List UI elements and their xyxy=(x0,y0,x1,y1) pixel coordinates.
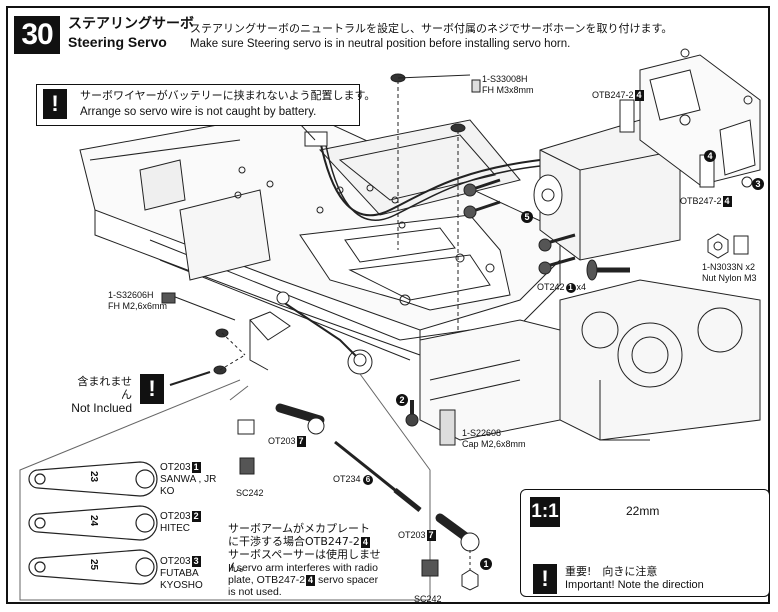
nut-label: 1-N3033N x2 Nut Nylon M3 xyxy=(702,262,757,284)
screw-top-id: 1-S33008H xyxy=(482,74,528,84)
screw-left-desc: FH M2,6x6mm xyxy=(108,301,168,311)
horn-2-number: 24 xyxy=(88,514,100,527)
title-en: Steering Servo xyxy=(68,34,167,50)
step-5-marker: 5 xyxy=(521,207,533,225)
instruction-jp: ステアリングサーボのニュートラルを設定し、サーボ付属のネジでサーボホーンを取り付… xyxy=(190,22,673,35)
ot203-low-part: OT203 xyxy=(398,530,426,540)
nut-desc: Nut Nylon M3 xyxy=(702,273,757,283)
horn-3-brand-1: FUTABA xyxy=(160,568,199,579)
ot242-circle: 1 xyxy=(565,283,576,293)
step-number: 30 xyxy=(14,16,60,54)
ot203-mid-badge: 7 xyxy=(296,436,306,447)
ot234-label: OT234 6 xyxy=(333,474,374,485)
spacer-note-jp-badge: 4 xyxy=(360,537,370,548)
cap-screw-desc: Cap M2,6x8mm xyxy=(462,439,526,449)
spacer-note-jp-line3: サーボスペーサーは使用しません。 xyxy=(228,548,381,574)
spacer-note-en-line2a: plate, OTB247-2 xyxy=(228,574,306,586)
title-jp: ステアリングサーボ xyxy=(68,16,194,32)
sc242-low-label: SC242 xyxy=(414,594,442,604)
important-text-jp: 重要! 向きに注意 xyxy=(565,565,658,578)
horn-3-badge: 3 xyxy=(191,556,201,567)
step-5-circle: 5 xyxy=(521,211,533,223)
spacer-note-en-line1: If servo arm interferes with radio xyxy=(228,562,378,574)
step-3-marker: 3 xyxy=(752,174,764,192)
horn-1-brand-2: KO xyxy=(160,486,175,497)
ot203-mid-part: OT203 xyxy=(268,436,296,446)
sc242-left-label: SC242 xyxy=(236,488,264,498)
otb-lower-badge: 4 xyxy=(722,196,732,207)
instruction-en: Make sure Steering servo is in neutral p… xyxy=(190,38,571,50)
page-frame xyxy=(6,6,770,604)
horn-1-number: 23 xyxy=(88,470,100,483)
ot234-circle: 6 xyxy=(363,475,374,485)
spacer-note-en-line2b: servo spacer xyxy=(315,574,379,586)
horn-1-badge: 1 xyxy=(191,462,201,473)
important-text-en: Important! Note the direction xyxy=(565,579,704,591)
scale-box xyxy=(520,489,770,597)
horn-2-part: OT203 xyxy=(160,511,191,522)
not-included-exclamation-icon: ! xyxy=(140,374,164,404)
spacer-note-jp-line1: サーボアームがメカプレート xyxy=(228,522,371,535)
horn-3-number: 25 xyxy=(88,558,100,571)
horn-2-badge: 2 xyxy=(191,511,201,522)
screw-top-desc: FH M3x8mm xyxy=(482,85,534,95)
spacer-note-en-badge: 4 xyxy=(306,575,316,586)
warning-text-jp: サーボワイヤーがバッテリーに挟まれないよう配置します。 xyxy=(80,89,376,102)
horn-1-part: OT203 xyxy=(160,462,191,473)
not-included-en: Not Inclued xyxy=(71,401,132,415)
screw-left-id: 1-S32606H xyxy=(108,290,154,300)
step-2-marker: 2 xyxy=(396,390,408,408)
step-3-circle: 3 xyxy=(752,178,764,190)
spacer-note-en: If servo arm interferes with radio plate… xyxy=(228,562,398,598)
otb-upper-badge: 4 xyxy=(634,90,644,101)
nut-id: 1-N3033N xyxy=(702,262,744,272)
cap-screw-label: 1-S22608 Cap M2,6x8mm xyxy=(462,428,526,450)
step-1-marker: 1 xyxy=(480,554,492,572)
ot234-part: OT234 xyxy=(333,474,361,484)
scale-ratio-label: 1:1 xyxy=(530,497,560,527)
otb-lower-part: OTB247-2 xyxy=(680,196,722,206)
warning-text-en: Arrange so servo wire is not caught by b… xyxy=(80,106,317,118)
nut-qty: x2 xyxy=(745,262,756,272)
ot203-low-badge: 7 xyxy=(426,530,436,541)
ot242-qty: x4 xyxy=(576,282,587,292)
screw-left-label: 1-S32606H FH M2,6x6mm xyxy=(108,290,167,312)
horn-3-part: OT203 xyxy=(160,556,191,567)
spacer-note-jp-line2: に干渉する場合OTB247-2 xyxy=(228,535,360,548)
step-4-circle: 4 xyxy=(704,150,716,162)
cap-screw-id: 1-S22608 xyxy=(462,428,502,438)
step-2-circle: 2 xyxy=(396,394,408,406)
ot242-part: OT242 xyxy=(537,282,565,292)
not-included-jp: 含まれません xyxy=(77,376,132,401)
exclamation-icon: ! xyxy=(43,89,67,119)
rod-dimension: 22mm xyxy=(626,504,660,518)
important-exclamation-icon: ! xyxy=(533,564,557,594)
otb-upper-part: OTB247-2 xyxy=(592,90,634,100)
screw-top-label: 1-S33008H FH M3x8mm xyxy=(482,74,534,96)
servo-horn-icons xyxy=(28,461,158,585)
horn-2-brand-1: HITEC xyxy=(160,523,190,534)
step-4-marker: 4 xyxy=(704,146,716,164)
horn-3-brand-2: KYOSHO xyxy=(160,580,203,591)
warning-box xyxy=(36,84,360,126)
horn-1-brand-1: SANWA , JR xyxy=(160,474,217,485)
spacer-note-en-line3: is not used. xyxy=(228,586,282,598)
step-1-circle: 1 xyxy=(480,558,492,570)
not-included-label: 含まれません Not Inclued xyxy=(68,376,132,415)
